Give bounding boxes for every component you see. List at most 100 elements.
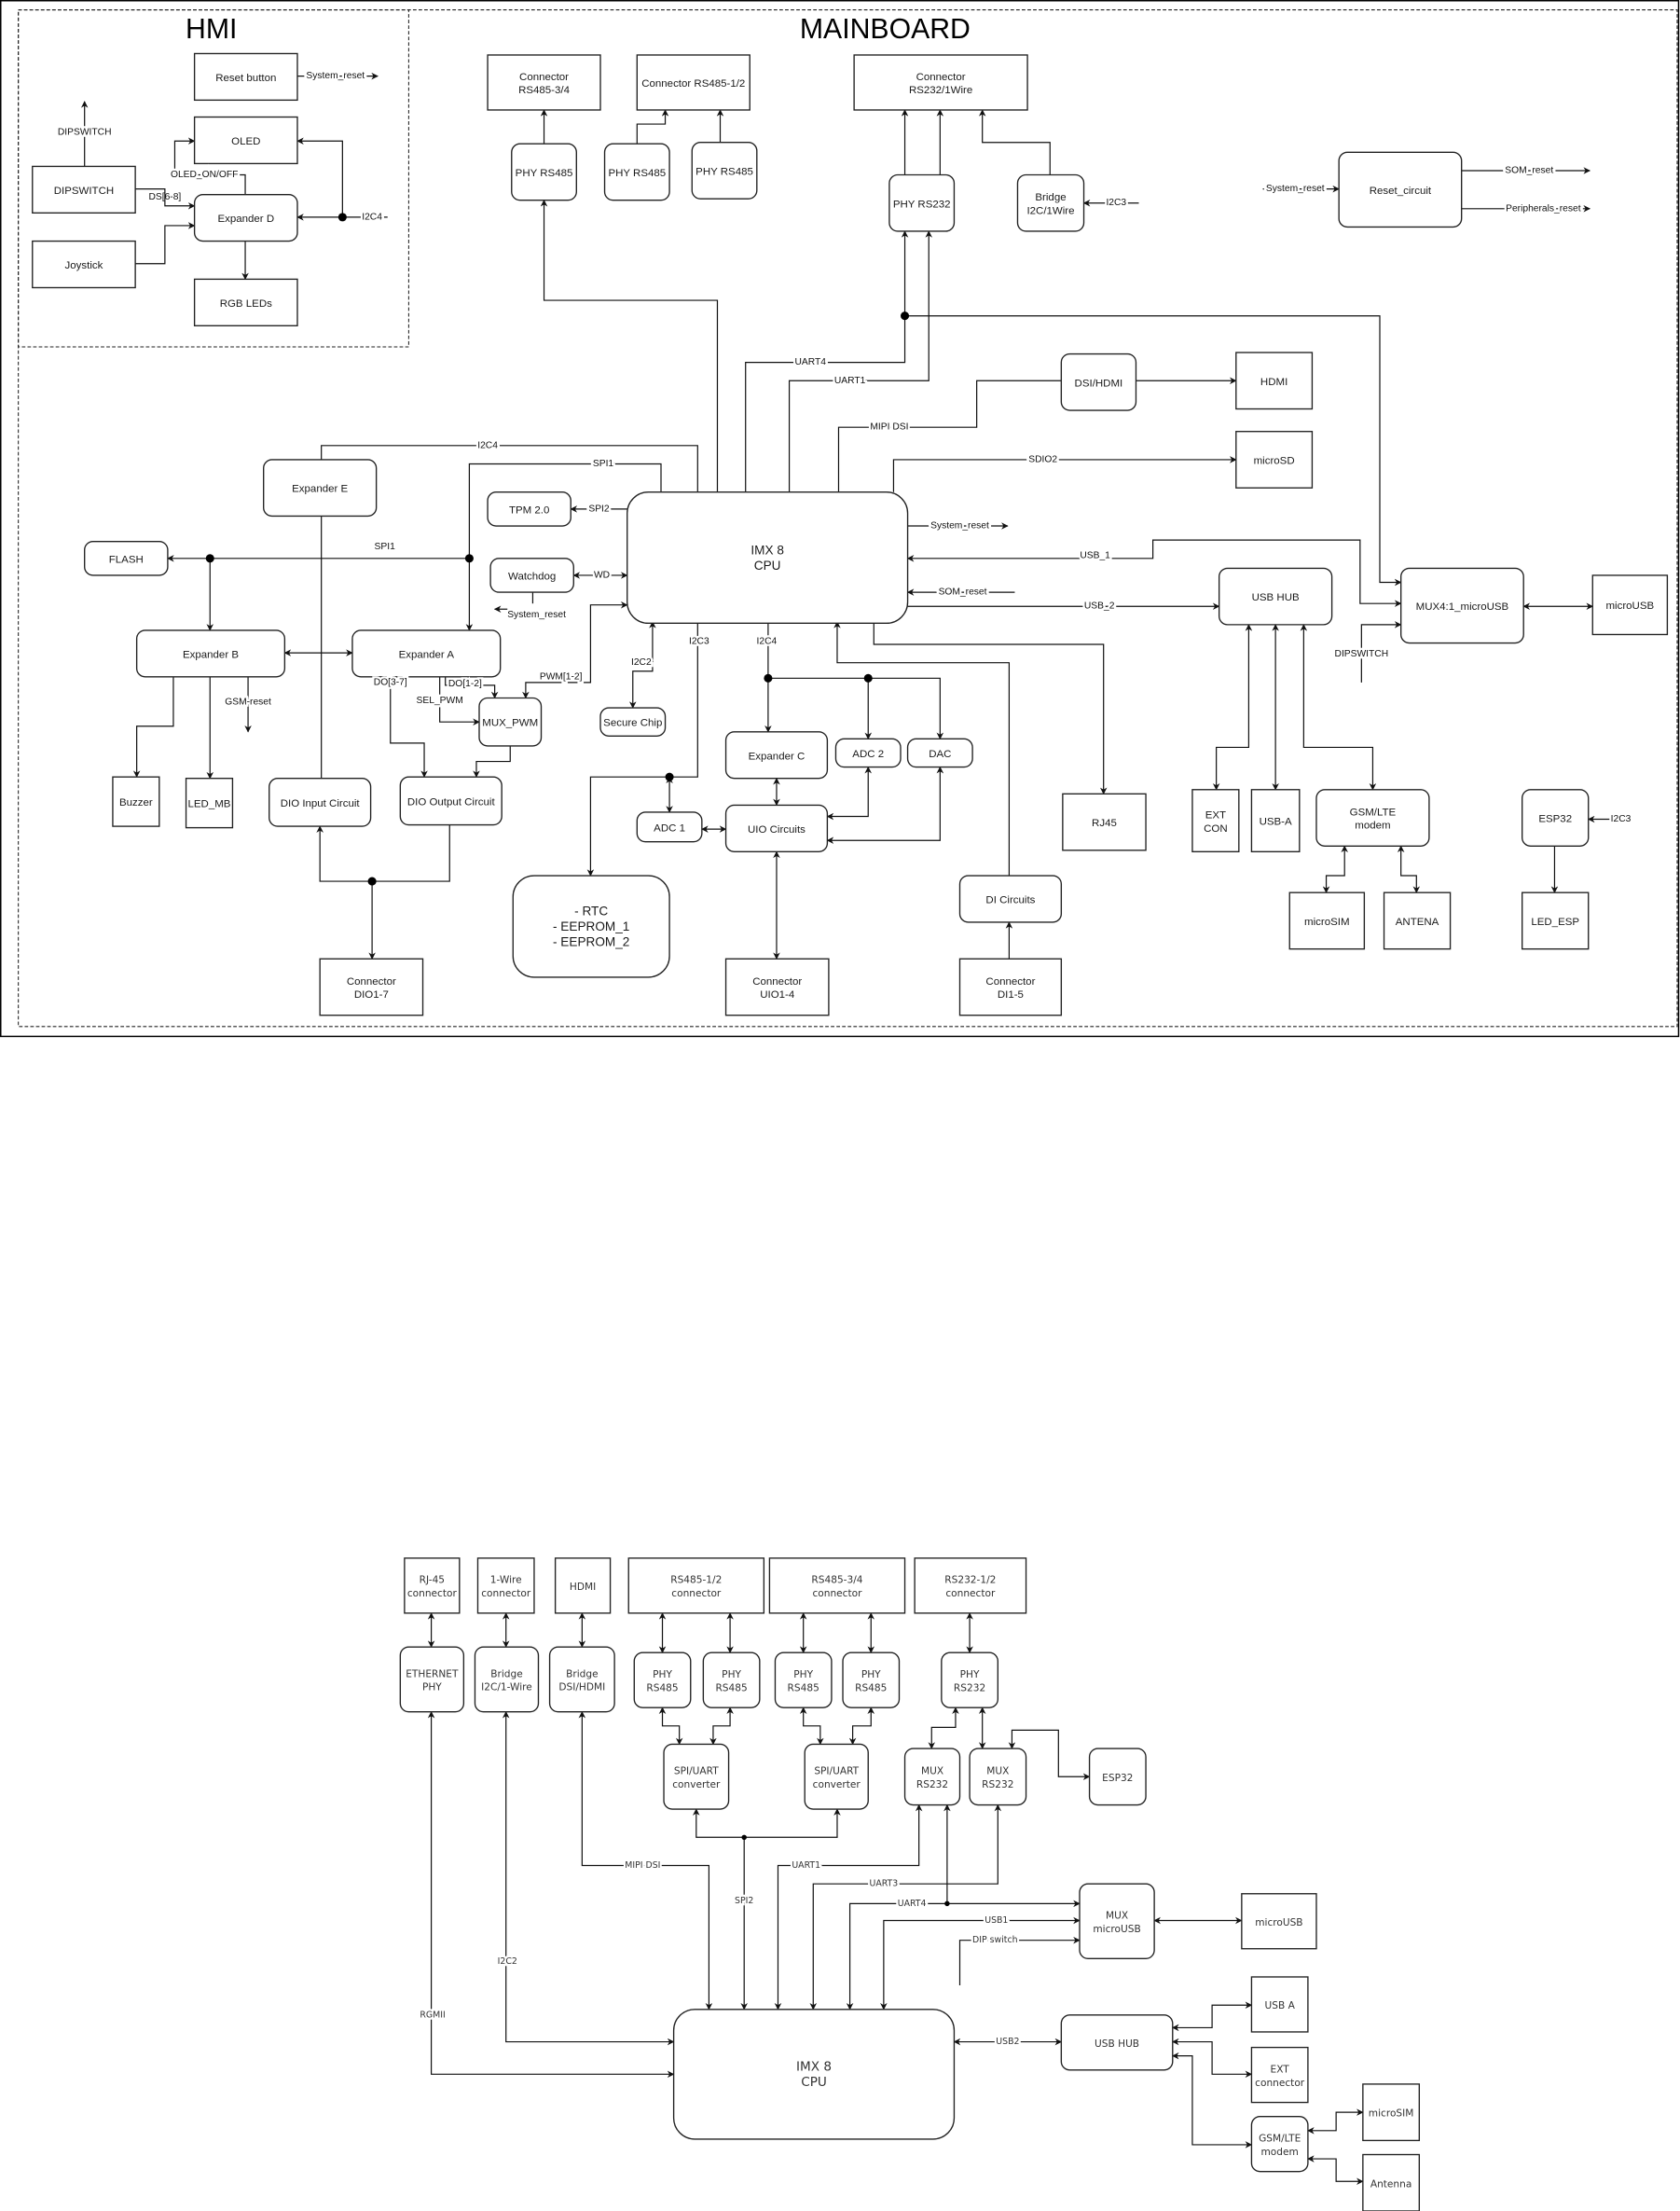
connection-line — [928, 1707, 959, 1749]
connection-line — [427, 1710, 675, 2079]
block-shape — [627, 1557, 765, 1614]
block-shape — [1079, 1883, 1155, 1960]
block-label: ADC 2 — [852, 749, 884, 760]
connection-line — [848, 1707, 875, 1746]
block-label-line: Expander B — [183, 649, 239, 660]
signal-label-gsm-reset: GSM-reset — [225, 698, 271, 708]
block-label-line: LED_ESP — [1531, 917, 1579, 928]
signal-label-som-reset: SOM_reset — [1505, 165, 1553, 175]
connection-line — [1172, 2001, 1253, 2032]
connection-line — [628, 621, 656, 709]
block-overview-microsim: microSIM — [1362, 2083, 1421, 2142]
block-label: Joystick — [65, 260, 103, 271]
block-shape — [834, 738, 902, 768]
junction-dot — [863, 673, 873, 683]
block-overview-usb-a: USB A — [1250, 1976, 1309, 2033]
block-label-line: RS232 — [982, 1779, 1013, 1790]
signal-label-usb1: USB1 — [985, 1915, 1008, 1926]
connection-line — [745, 230, 909, 492]
connection-line — [439, 676, 480, 725]
block-label: USB A — [1265, 2000, 1296, 2011]
block-shape — [487, 54, 601, 111]
block-expander-a: Expander A — [351, 629, 502, 678]
block-shape — [1250, 1976, 1309, 2033]
block-label-line: I2C/1-Wire — [481, 1682, 532, 1693]
block-label-line: MUX — [921, 1766, 943, 1777]
connection-line — [826, 766, 944, 845]
block-shape — [487, 491, 571, 527]
connection-line — [693, 1808, 841, 1838]
junction-dot — [764, 673, 773, 683]
block-label-line: MUX_PWM — [482, 718, 538, 729]
block-shape — [906, 738, 973, 768]
block-shape — [1362, 2083, 1421, 2142]
signal-label-dip-switch: DIP switch — [972, 1935, 1018, 1945]
signal-label-i2c2: I2C2 — [498, 1956, 517, 1967]
block-label-line: DI1-5 — [998, 989, 1024, 1001]
block-dsi-hdmi: DSI/HDMI — [1060, 352, 1137, 411]
block-label: ESP32 — [1538, 814, 1572, 825]
block-shape — [636, 811, 703, 843]
block-shape — [888, 173, 956, 232]
junction-dot — [464, 554, 474, 563]
block-label-line: CON — [1204, 823, 1228, 835]
block-label: microUSB — [1605, 601, 1654, 612]
hmi-boundary — [18, 9, 409, 348]
signal-label-i2c2: I2C2 — [631, 657, 652, 668]
connection-line — [132, 676, 174, 778]
block-label-line: Watchdog — [508, 571, 556, 582]
connection-line — [636, 109, 669, 145]
block-label-line: Reset button — [215, 73, 276, 84]
signal-label-system-reset: System_reset — [306, 71, 365, 81]
block-label-line: microSIM — [1369, 2108, 1414, 2120]
block-label: DAC — [929, 749, 951, 760]
block-label-line: Connector — [916, 72, 966, 83]
block-label: Watchdog — [508, 571, 556, 582]
block-shape — [399, 1646, 465, 1713]
signal-label-reset-in: System_reset — [1266, 184, 1325, 194]
block-phy-rs232: PHY RS232 — [888, 173, 956, 232]
block-label: MUX4:1_microUSB — [1416, 601, 1509, 613]
block-label-line: HDMI — [570, 1582, 596, 1593]
block-shape — [404, 1557, 461, 1614]
block-label-line: USB HUB — [1095, 2038, 1139, 2050]
block-shape — [1062, 793, 1147, 851]
block-label-line: RJ45 — [1092, 818, 1117, 829]
block-label-line: IMX 8 — [750, 543, 784, 557]
block-shape — [941, 1651, 998, 1708]
block-shape — [663, 1743, 730, 1810]
block-label-line: Bridge — [566, 1668, 598, 1679]
signal-label-som-reset-in: SOM_reset — [939, 587, 987, 598]
connection-line — [809, 1803, 1002, 2011]
block-label-line: DSI/HDMI — [558, 1682, 605, 1693]
connection-line — [465, 463, 662, 631]
block-label-line: DIPSWITCH — [54, 186, 114, 197]
block-shape — [691, 142, 758, 200]
block-dac: DAC — [906, 738, 973, 768]
connection-line — [540, 199, 719, 492]
block-label-line: DI Circuits — [985, 895, 1035, 906]
block-microusb: microUSB — [1591, 574, 1669, 636]
block-label-line: MUX — [1106, 1911, 1128, 1922]
block-esp32: ESP32 — [1522, 789, 1590, 847]
signal-label-cpu-system-reset: System_reset — [930, 521, 989, 532]
block-overview-hdmi: HDMI — [554, 1557, 612, 1614]
block-secure-chip: Secure Chip — [599, 707, 667, 738]
block-label: PHY RS485 — [608, 168, 666, 179]
connection-line — [880, 1916, 1081, 2011]
block-shape — [1235, 431, 1314, 489]
block-phy-rs485-b: PHY RS485 — [603, 143, 670, 201]
